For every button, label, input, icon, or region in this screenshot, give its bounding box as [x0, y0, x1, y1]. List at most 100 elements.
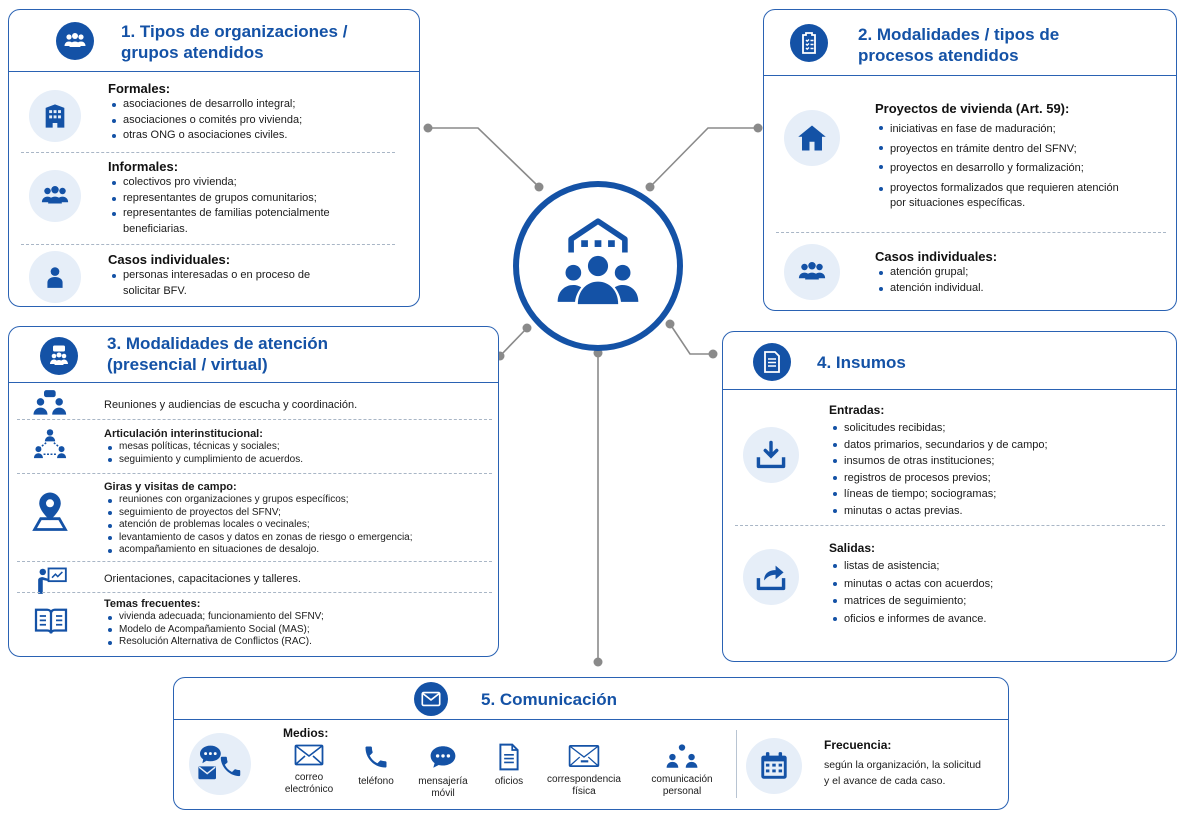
panel-header: 2. Modalidades / tipos de procesos atend…: [764, 10, 1176, 76]
panel-title: 5. Comunicación: [481, 690, 618, 709]
meeting-icon: [40, 337, 78, 375]
panel-title: 1. Tipos de organizaciones / grupos aten…: [121, 22, 348, 62]
connector-1: [428, 127, 540, 188]
list-item: proyectos en desarrollo y formalización;: [875, 159, 1165, 179]
clipboard-icon: [790, 24, 828, 62]
list-item: asociaciones o comités pro vivienda;: [108, 113, 408, 129]
presentation-icon: [31, 565, 73, 595]
medio-label: correspondencia física: [547, 774, 621, 797]
letter-icon: [568, 743, 600, 769]
list-item: minutas o actas con acuerdos;: [829, 576, 1159, 594]
map-pin-icon: [29, 490, 71, 532]
list-item: asociaciones de desarrollo integral;: [108, 97, 408, 113]
list-item: seguimiento y cumplimiento de acuerdos.: [104, 454, 484, 467]
section-title: Salidas:: [829, 541, 876, 555]
panel-header: 5. Comunicación: [174, 678, 1008, 720]
conversation-icon: [31, 389, 71, 417]
section-casos-individuales: Casos individuales: atención grupal; ate…: [875, 249, 1165, 296]
people-icon: [29, 170, 81, 222]
list-item: Resolución Alternativa de Conflictos (RA…: [104, 636, 484, 649]
list-item: personas interesadas o en proceso de sol…: [108, 268, 323, 299]
vertical-divider: [736, 730, 737, 798]
section-title: Formales:: [108, 81, 171, 96]
node-dot: [665, 319, 675, 329]
medio-comunicacion-personal: comunicación personal: [637, 743, 727, 798]
list-item: datos primarios, secundarios y de campo;: [829, 437, 1159, 454]
row-orientaciones: Orientaciones, capacitaciones y talleres…: [104, 572, 484, 586]
medio-label: comunicación personal: [651, 774, 713, 797]
community-house-icon: [542, 210, 654, 322]
person-icon: [29, 251, 81, 303]
row-title: Giras y visitas de campo:: [104, 481, 237, 493]
divider: [21, 152, 395, 153]
list-item: oficios e informes de avance.: [829, 611, 1159, 629]
document-icon: [753, 343, 791, 381]
section-salidas: Salidas: listas de asistencia; minutas o…: [829, 540, 1159, 628]
list-item: seguimiento de proyectos del SFNV;: [104, 507, 484, 520]
network-icon: [31, 426, 69, 462]
panel-tipos-organizaciones: 1. Tipos de organizaciones / grupos aten…: [8, 9, 420, 307]
section-proyectos-vivienda: Proyectos de vivienda (Art. 59): iniciat…: [875, 101, 1165, 212]
list-item: levantamiento de casos y datos en zonas …: [104, 532, 484, 545]
panel-title: 4. Insumos: [817, 353, 906, 372]
row-title: Reuniones y audiencias de escucha y coor…: [104, 399, 358, 411]
node-dot: [593, 657, 603, 667]
divider: [17, 419, 492, 420]
center-hub: [513, 181, 683, 351]
list-item: acompañamiento en situaciones de desaloj…: [104, 544, 484, 557]
list-item: reuniones con organizaciones y grupos es…: [104, 494, 484, 507]
panel-modalidades-procesos: 2. Modalidades / tipos de procesos atend…: [763, 9, 1177, 311]
medio-label: oficios: [494, 776, 524, 787]
chat-mail-phone-icon: [189, 733, 251, 795]
list-item: líneas de tiempo; sociogramas;: [829, 486, 1159, 503]
list-item: representantes de grupos comunitarios;: [108, 191, 408, 207]
row-title: Orientaciones, capacitaciones y talleres…: [104, 573, 301, 585]
list-item: colectivos pro vivienda;: [108, 175, 408, 191]
row-title: Temas frecuentes:: [104, 598, 201, 610]
calendar-icon: [746, 738, 802, 794]
list-item: registros de procesos previos;: [829, 470, 1159, 487]
section-formales: Formales: asociaciones de desarrollo int…: [108, 81, 408, 144]
list-item: listas de asistencia;: [829, 558, 1159, 576]
list-item: matrices de seguimiento;: [829, 593, 1159, 611]
row-title: Articulación interinstitucional:: [104, 428, 263, 440]
panel-insumos: 4. Insumos Entradas: solicitudes recibid…: [722, 331, 1177, 662]
medio-label: teléfono: [358, 776, 394, 787]
list-item: proyectos formalizados que requieren ate…: [875, 181, 1135, 212]
list-item: minutas o actas previas.: [829, 503, 1159, 520]
medio-label: mensajería móvil: [418, 776, 468, 799]
row-reuniones: Reuniones y audiencias de escucha y coor…: [104, 398, 484, 412]
panel-modalidades-atencion: 3. Modalidades de atención (presencial /…: [8, 326, 499, 657]
panel-title: 2. Modalidades / tipos de procesos atend…: [858, 25, 1060, 65]
node-dot: [522, 323, 532, 333]
medio-mensajeria: mensajería móvil: [408, 743, 478, 800]
list-item: atención individual.: [875, 281, 1165, 297]
medios-title: Medios:: [283, 726, 329, 740]
chat-bubble-icon: [429, 743, 457, 771]
building-icon: [29, 90, 81, 142]
list-item: otras ONG o asociaciones civiles.: [108, 128, 408, 144]
node-dot: [753, 123, 763, 133]
panel-title: 3. Modalidades de atención (presencial /…: [107, 334, 329, 374]
row-temas: Temas frecuentes: vivienda adecuada; fun…: [104, 597, 484, 649]
people-icon: [784, 244, 840, 300]
connector-2: [649, 127, 758, 188]
panel-header: 1. Tipos de organizaciones / grupos aten…: [9, 10, 419, 72]
divider: [776, 232, 1166, 233]
connector-3: [499, 327, 528, 357]
group-icon: [56, 22, 94, 60]
divider: [17, 473, 492, 474]
divider: [21, 244, 395, 245]
list-item: mesas políticas, técnicas y sociales;: [104, 441, 484, 454]
envelope-icon: [414, 682, 448, 716]
section-title: Informales:: [108, 159, 179, 174]
connector-4: [669, 323, 713, 355]
medio-correspondencia: correspondencia física: [534, 743, 634, 798]
phone-icon: [362, 743, 390, 771]
list-item: atención de problemas locales o vecinale…: [104, 519, 484, 532]
section-entradas: Entradas: solicitudes recibidas; datos p…: [829, 402, 1159, 519]
medio-correo: correo electrónico: [274, 743, 344, 796]
section-casos-individuales: Casos individuales: personas interesadas…: [108, 252, 338, 299]
section-informales: Informales: colectivos pro vivienda; rep…: [108, 159, 408, 237]
section-title: Entradas:: [829, 403, 885, 417]
